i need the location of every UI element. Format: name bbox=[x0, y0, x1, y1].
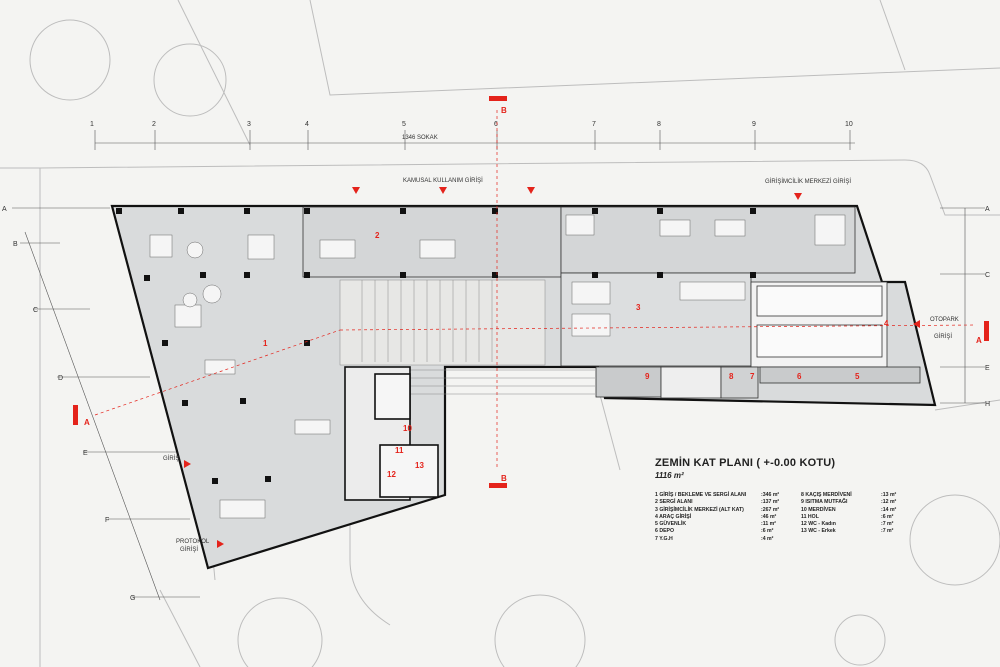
grid-labels-left: A B C D E F G bbox=[2, 206, 135, 602]
svg-text:G: G bbox=[130, 595, 135, 602]
legend-row: 12 WC - Kadın:7 m² bbox=[801, 521, 894, 528]
svg-text:9: 9 bbox=[752, 121, 756, 128]
svg-text:H: H bbox=[985, 401, 990, 408]
grid-labels-right: A C E H bbox=[985, 206, 990, 408]
room-numbers: 1 2 3 4 5 6 7 8 9 10 11 12 13 bbox=[263, 231, 889, 479]
svg-text:7: 7 bbox=[592, 121, 596, 128]
grid-labels-top: 1 2 3 4 5 6 7 8 9 10 bbox=[90, 121, 853, 128]
main-entrance-label: GİRİŞ bbox=[163, 455, 179, 462]
section-mark-bottom: B bbox=[501, 474, 507, 483]
legend-row: 4 ARAÇ GİRİŞİ:46 m² bbox=[655, 513, 777, 520]
svg-text:6: 6 bbox=[797, 372, 802, 381]
service-core bbox=[344, 366, 439, 501]
columns bbox=[116, 208, 756, 484]
furniture bbox=[149, 214, 846, 519]
atrium-stairs bbox=[339, 279, 595, 395]
plan-legend: ZEMİN KAT PLANI ( +-0.00 KOTU) 1116 m² 1… bbox=[655, 457, 915, 543]
legend-row: 6 DEPO:6 m² bbox=[655, 528, 774, 535]
section-markers bbox=[73, 96, 989, 488]
section-mark-top: B bbox=[501, 106, 507, 115]
legend-left-column: 1 GİRİŞ / BEKLEME VE SERGİ ALANI:346 m² … bbox=[655, 492, 801, 543]
svg-text:8: 8 bbox=[657, 121, 661, 128]
svg-text:1: 1 bbox=[90, 121, 94, 128]
svg-text:12: 12 bbox=[387, 470, 396, 479]
legend-right-column: 8 KAÇIŞ MERDİVENİ:13 m² 9 ISITMA MUTFAĞI… bbox=[801, 492, 911, 543]
legend-row: 10 MERDİVEN:14 m² bbox=[801, 506, 897, 513]
entrepreneurship-entrance-label: GİRİŞİMCİLİK MERKEZİ GİRİŞİ bbox=[765, 178, 851, 185]
protocol-entrance-label-1: PROTOKOL bbox=[176, 539, 210, 545]
svg-text:7: 7 bbox=[750, 372, 755, 381]
svg-text:6: 6 bbox=[494, 121, 498, 128]
svg-text:4: 4 bbox=[884, 319, 889, 328]
svg-text:C: C bbox=[985, 272, 990, 279]
svg-text:E: E bbox=[985, 365, 990, 372]
grid-left bbox=[12, 207, 200, 601]
svg-text:A: A bbox=[2, 206, 7, 213]
legend-area: 1116 m² bbox=[655, 471, 684, 480]
grid-right bbox=[940, 207, 985, 404]
svg-text:5: 5 bbox=[855, 372, 860, 381]
legend-row: 13 WC - Erkek:7 m² bbox=[801, 528, 894, 535]
parking-entrance-label-1: OTOPARK bbox=[930, 317, 959, 323]
svg-text:E: E bbox=[83, 450, 88, 457]
public-entrance-label: KAMUSAL KULLANIM GİRİŞİ bbox=[403, 177, 483, 184]
section-mark-left: A bbox=[84, 418, 90, 427]
street-label: 1346 SOKAK bbox=[402, 135, 438, 141]
svg-text:2: 2 bbox=[375, 231, 380, 240]
svg-text:9: 9 bbox=[645, 372, 650, 381]
svg-text:3: 3 bbox=[247, 121, 251, 128]
parking-entrance-label-2: GİRİŞİ bbox=[934, 333, 952, 340]
legend-row: 3 GİRİŞİMCİLİK MERKEZİ (ALT KAT):267 m² bbox=[655, 506, 780, 513]
legend-row: 5 GÜVENLİK:11 m² bbox=[655, 521, 776, 528]
legend-title: ZEMİN KAT PLANI ( +-0.00 KOTU) bbox=[655, 457, 836, 469]
svg-text:13: 13 bbox=[415, 461, 424, 470]
legend-row: 7 Y.G.H:4 m² bbox=[655, 535, 774, 542]
svg-text:4: 4 bbox=[305, 121, 309, 128]
dimension-line bbox=[94, 130, 855, 150]
protocol-entrance-label-2: GİRİŞİ bbox=[180, 546, 198, 553]
legend-row: 1 GİRİŞ / BEKLEME VE SERGİ ALANI:346 m² bbox=[655, 492, 780, 498]
entrance-arrows bbox=[184, 187, 920, 548]
svg-text:C: C bbox=[33, 307, 38, 314]
svg-text:11: 11 bbox=[395, 446, 404, 455]
svg-text:8: 8 bbox=[729, 372, 734, 381]
section-lines bbox=[94, 110, 976, 470]
svg-text:F: F bbox=[105, 517, 109, 524]
svg-text:10: 10 bbox=[403, 424, 412, 433]
svg-text:B: B bbox=[13, 241, 18, 248]
section-mark-right: A bbox=[976, 336, 982, 345]
svg-text:3: 3 bbox=[636, 303, 641, 312]
svg-text:5: 5 bbox=[402, 121, 406, 128]
svg-text:2: 2 bbox=[152, 121, 156, 128]
legend-row: 11 HOL:6 m² bbox=[801, 513, 894, 520]
svg-text:A: A bbox=[985, 206, 990, 213]
svg-text:1: 1 bbox=[263, 339, 268, 348]
legend-row: 9 ISITMA MUTFAĞI:12 m² bbox=[801, 499, 897, 506]
svg-text:D: D bbox=[58, 375, 63, 382]
legend-row: 8 KAÇIŞ MERDİVENİ:13 m² bbox=[801, 492, 897, 498]
legend-row: 2 SERGİ ALANI:137 m² bbox=[655, 499, 780, 506]
svg-text:10: 10 bbox=[845, 121, 853, 128]
